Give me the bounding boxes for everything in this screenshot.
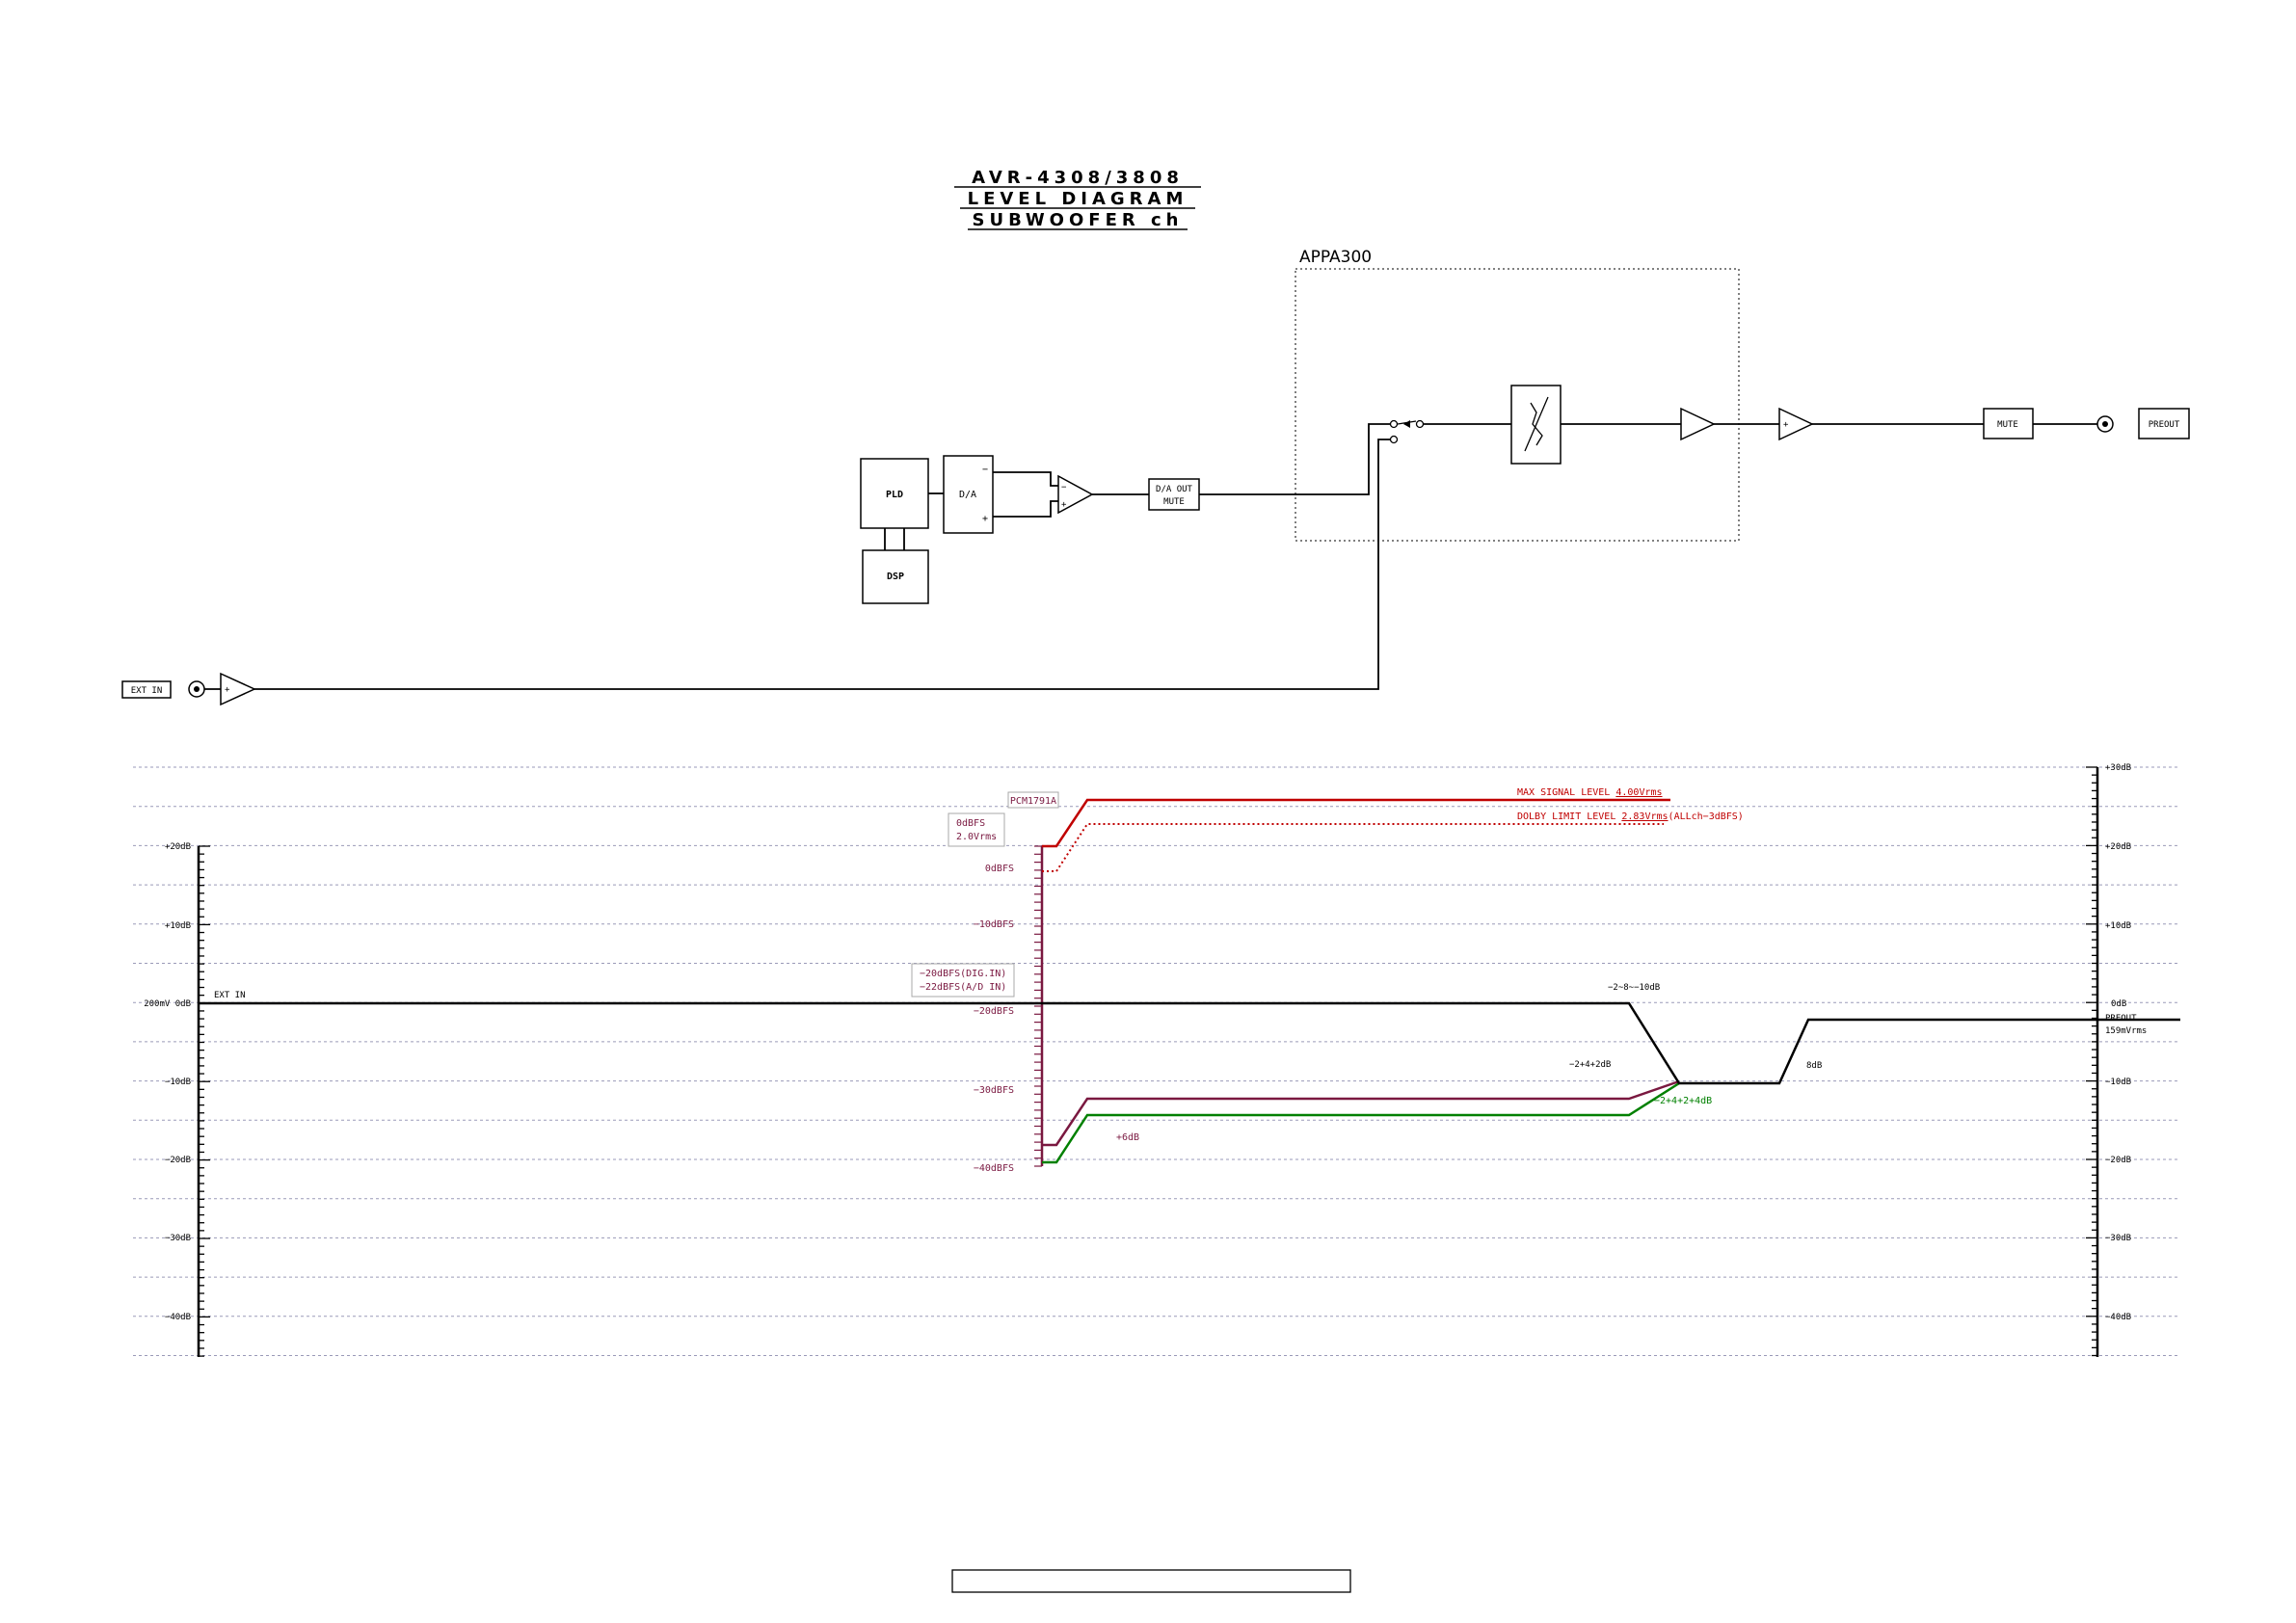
appa300-label: APPA300	[1299, 248, 1372, 267]
da-minus-label: −	[982, 465, 988, 475]
dig-in-label-2: −22dBFS(A/D IN)	[920, 982, 1006, 993]
max-signal-label: MAX SIGNAL LEVEL 4.00Vrms	[1517, 787, 1663, 798]
ext-in-box	[121, 680, 172, 699]
left-tick-label: −20dB	[165, 1156, 191, 1165]
appa-buffer-amp	[1680, 407, 1716, 441]
gain-label-b: −2+4+2dB	[1569, 1060, 1611, 1070]
right-minor-ticks	[2086, 766, 2097, 1357]
gain-label-a: −2~8~−10dB	[1608, 983, 1660, 993]
da-label: D/A	[959, 490, 976, 500]
block-diagram: APPA300 PLD DSP D/A − + − + D/A OUT MUTE	[121, 248, 2190, 706]
odbfs-label-1: 0dBFS	[956, 818, 985, 829]
left-tick-label: +10dB	[165, 921, 191, 931]
analog-in-trace	[1042, 1081, 1680, 1164]
dsp-label: DSP	[887, 572, 904, 582]
mute-block	[1983, 408, 2034, 439]
ext-in-trace-label: EXT IN	[214, 991, 246, 1000]
right-tick-label: +30dB	[2105, 763, 2131, 773]
switch-contact-analog	[1389, 435, 1399, 444]
switch-common	[1415, 419, 1425, 429]
volume-curve-icon	[1530, 402, 1543, 446]
title-line-2: LEVEL DIAGRAM	[968, 189, 1188, 209]
preout-level-label-1: PREOUT	[2105, 1014, 2137, 1024]
gain-label-d: 8dB	[1806, 1061, 1822, 1071]
digital-in-trace	[1042, 1079, 1680, 1147]
right-tick-label: −10dB	[2105, 1078, 2131, 1087]
odbfs-box	[948, 812, 1005, 847]
ext-in-amp-plus: +	[225, 685, 230, 695]
pcm-chip-box	[1007, 791, 1059, 809]
left-minor-ticks	[199, 845, 210, 1357]
preout-level-label-2: 159mVrms	[2105, 1026, 2147, 1036]
ext-in-trace	[199, 1001, 2180, 1085]
left-tick-label: −40dB	[165, 1313, 191, 1322]
gain-label-e: +6dB	[1116, 1132, 1139, 1143]
preout-box	[2138, 408, 2190, 439]
diff-amp-minus: −	[1061, 483, 1067, 492]
right-tick-label: −30dB	[2105, 1234, 2131, 1243]
da-out-mute-label-2: MUTE	[1163, 497, 1185, 507]
dig-in-box	[911, 963, 1015, 998]
odbfs-label-2: 2.0Vrms	[956, 832, 997, 842]
da-out-mute-label-1: D/A OUT	[1156, 485, 1193, 494]
volume-arrow-icon	[1524, 396, 1549, 452]
dbfs-tick-label: 0dBFS	[985, 864, 1014, 874]
diff-amp-plus: +	[1061, 500, 1067, 510]
bottom-frame	[951, 1569, 1351, 1593]
switch-contact-digital	[1389, 419, 1399, 429]
ext-in-amp-triangle	[220, 672, 256, 706]
dbfs-tick-label: −20dBFS	[974, 1006, 1014, 1017]
gain-label-c: −2+4+2+4dB	[1654, 1096, 1712, 1106]
max-signal-trace	[1042, 798, 1670, 848]
pld-label: PLD	[886, 490, 903, 500]
dig-in-label-1: −20dBFS(DIG.IN)	[920, 969, 1006, 979]
left-tick-label: 200mV 0dB	[144, 999, 191, 1009]
ext-in-label: EXT IN	[131, 686, 163, 696]
left-tick-label: +20dB	[165, 842, 191, 852]
dbfs-tick-label: −30dBFS	[974, 1085, 1014, 1096]
da-converter-block	[943, 455, 994, 534]
appa300-boundary	[1295, 268, 1740, 542]
pcm-chip-label: PCM1791A	[1010, 796, 1056, 807]
output-amp-plus: +	[1783, 420, 1789, 430]
da-out-mute-block	[1148, 478, 1200, 511]
right-tick-label: −40dB	[2105, 1313, 2131, 1322]
pld-block	[860, 458, 929, 529]
dolby-limit-trace	[1042, 823, 1664, 872]
preout-label: PREOUT	[2149, 420, 2180, 430]
right-tick-label: 0dB	[2111, 999, 2126, 1009]
mute-label: MUTE	[1997, 420, 2018, 430]
diff-amp-triangle	[1057, 474, 1094, 515]
dbfs-minor-ticks	[1034, 845, 1042, 1167]
right-tick-label: +20dB	[2105, 842, 2131, 852]
title-block: AVR-4308/3808 LEVEL DIAGRAM SUBWOOFER ch	[954, 168, 1201, 230]
dsp-block	[862, 549, 929, 604]
right-tick-label: +10dB	[2105, 921, 2131, 931]
title-line-1: AVR-4308/3808	[972, 168, 1184, 188]
level-chart: +20dB +10dB 200mV 0dB −10dB −20dB −30dB …	[133, 763, 2180, 1357]
da-plus-label: +	[982, 514, 988, 524]
right-tick-label: −20dB	[2105, 1156, 2131, 1165]
left-tick-label: −10dB	[165, 1078, 191, 1087]
left-tick-label: −30dB	[165, 1234, 191, 1243]
dbfs-tick-label: −40dBFS	[974, 1163, 1014, 1174]
output-amp-triangle	[1778, 407, 1814, 441]
dbfs-tick-label: −10dBFS	[974, 919, 1014, 930]
title-line-3: SUBWOOFER ch	[973, 210, 1184, 230]
dolby-limit-label: DOLBY LIMIT LEVEL 2.83Vrms(ALLch−3dBFS)	[1517, 812, 1744, 822]
grid-lines	[133, 766, 2180, 1356]
